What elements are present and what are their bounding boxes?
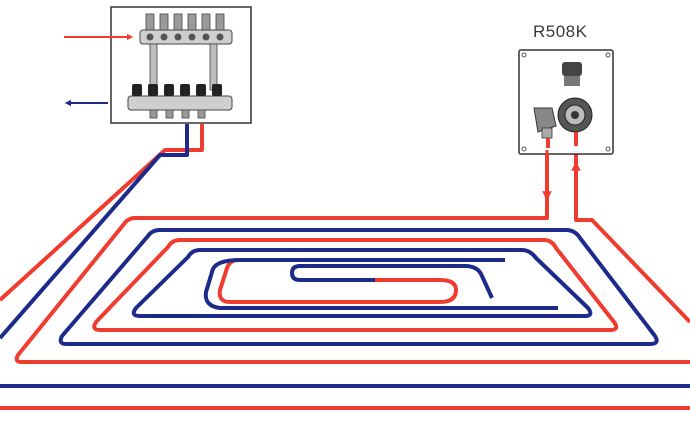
mixing-unit-icon <box>518 49 614 155</box>
loop-1-red <box>14 140 690 364</box>
unit-label: R508K <box>533 22 588 41</box>
manifold-icon <box>110 6 252 124</box>
loop-2-blue <box>58 228 659 346</box>
loop-5-red <box>217 258 458 304</box>
outer-return-pipe <box>0 124 189 340</box>
floor-heating-loops <box>0 124 690 410</box>
loop-5-blue <box>203 258 558 310</box>
loop-4-blue <box>131 248 593 318</box>
outer-supply-pipe <box>0 124 204 302</box>
center-blue <box>290 264 494 299</box>
loop-3-red <box>92 238 619 332</box>
